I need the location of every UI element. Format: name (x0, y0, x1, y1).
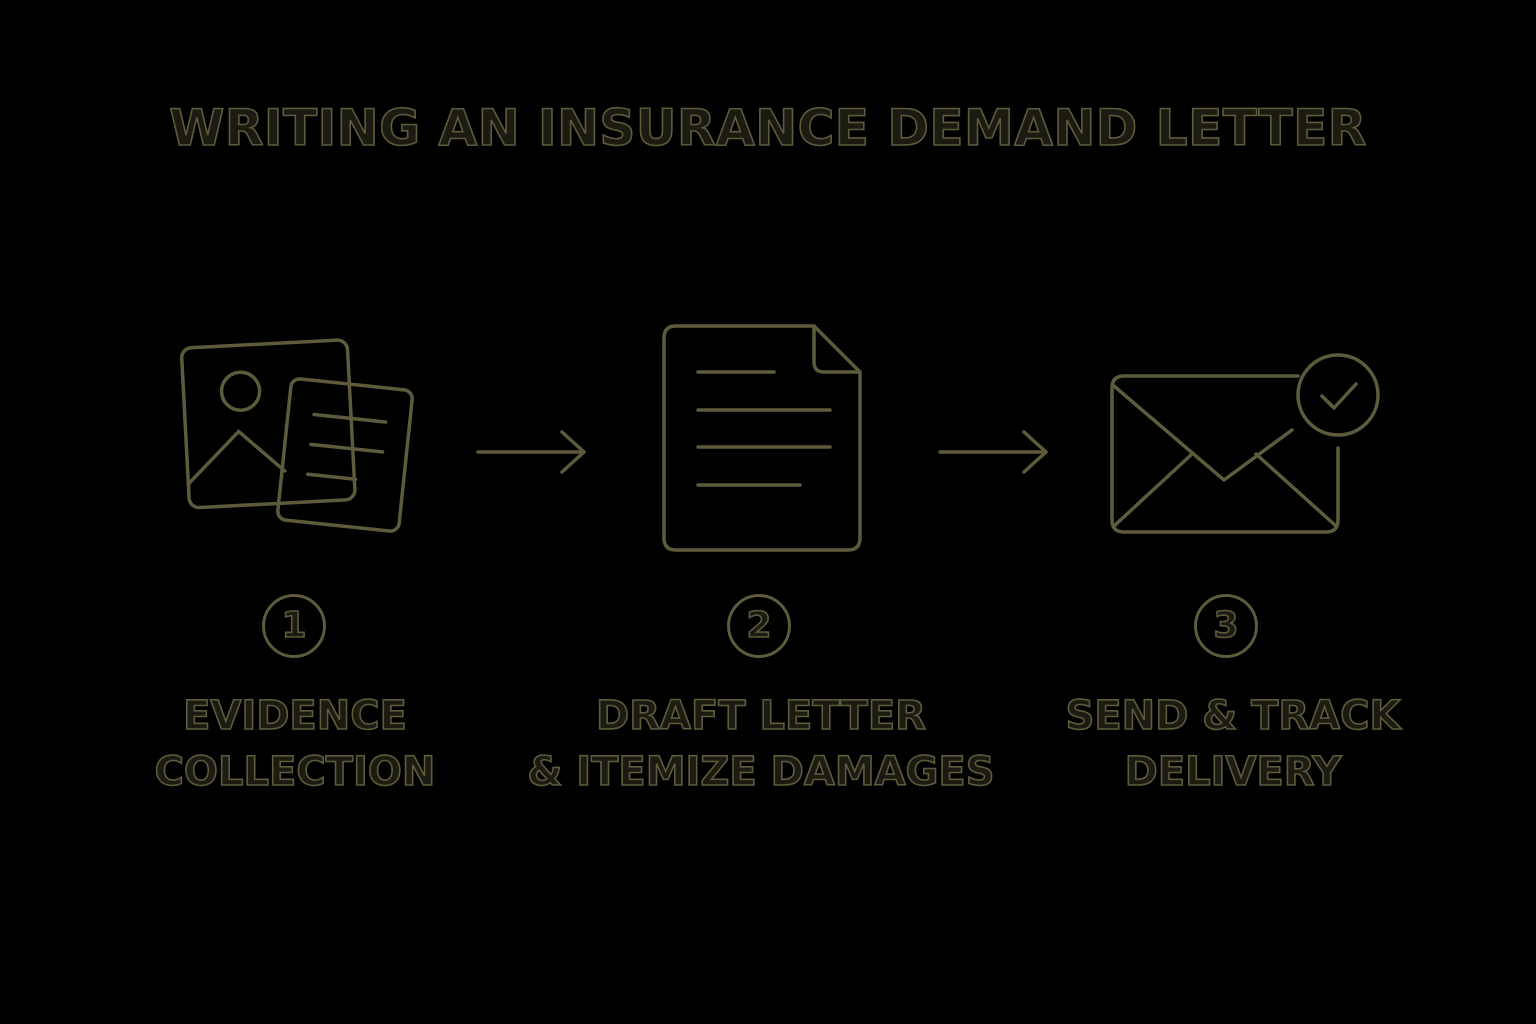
step-number-1: 1 (262, 594, 326, 658)
diagram-title: WRITING AN INSURANCE DEMAND LETTER (168, 98, 1367, 158)
document-icon (662, 324, 862, 552)
envelope-check-icon (1110, 353, 1380, 534)
document-sheet (276, 377, 414, 533)
step-label-1: EVIDENCE COLLECTION (35, 688, 555, 800)
envelope-outline (1110, 374, 1340, 534)
step-label-3: SEND & TRACK DELIVERY (973, 688, 1493, 800)
step-label-2: DRAFT LETTER & ITEMIZE DAMAGES (501, 688, 1021, 800)
step-label-1-line2: COLLECTION (154, 748, 436, 796)
photo-mountains (186, 429, 287, 486)
check-badge (1296, 353, 1380, 437)
check-icon (1320, 382, 1358, 410)
step-number-2: 2 (727, 594, 791, 658)
photo-person-head (219, 370, 262, 412)
photo-frame (179, 338, 357, 510)
document-fold (812, 324, 862, 374)
document-outline (662, 324, 862, 552)
arrow-right-icon (938, 430, 1048, 474)
step-label-2-line2: & ITEMIZE DAMAGES (527, 748, 996, 796)
step-label-3-line2: DELIVERY (1124, 748, 1342, 796)
step-label-2-line1: DRAFT LETTER (595, 692, 927, 740)
step-label-1-line1: EVIDENCE (182, 692, 407, 740)
arrow-right-icon (476, 430, 586, 474)
envelope-flap (1112, 384, 1294, 482)
photo-document-icon (179, 338, 414, 533)
step-label-3-line1: SEND & TRACK (1065, 692, 1402, 740)
step-number-3: 3 (1194, 594, 1258, 658)
